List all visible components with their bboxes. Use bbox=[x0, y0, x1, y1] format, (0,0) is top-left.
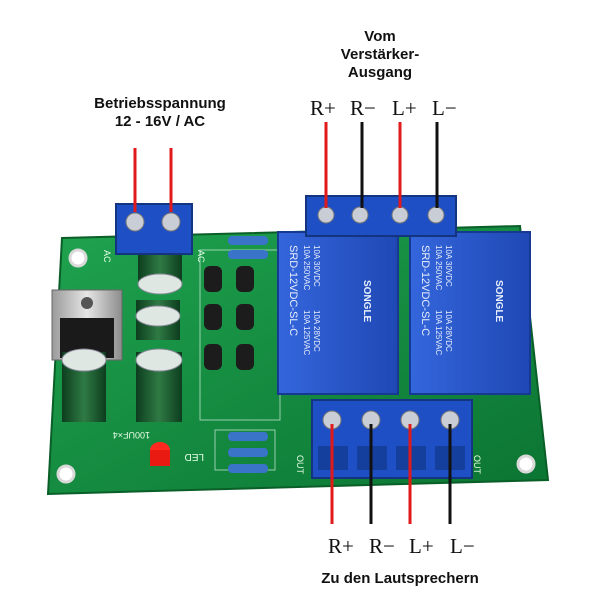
input-label-line3: Ausgang bbox=[347, 64, 413, 81]
mounting-hole bbox=[516, 454, 536, 474]
bottom-terminal-l-plus: L+ bbox=[409, 534, 434, 558]
transistor-group bbox=[204, 266, 254, 370]
silk-out-left: OUT bbox=[295, 455, 305, 475]
input-label: Vom Verstärker- Ausgang bbox=[310, 28, 450, 82]
power-label: Betriebsspannung 12 - 16V / AC bbox=[60, 95, 260, 131]
relay-right-rating4: 10A 28VDC bbox=[312, 310, 321, 352]
relay-left-rating4: 10A 28VDC bbox=[444, 310, 453, 352]
relay-left-brand: SONGLE bbox=[493, 280, 504, 323]
silk-ac-left: AC bbox=[102, 250, 112, 263]
top-terminal-l-plus: L+ bbox=[392, 96, 417, 120]
relay-left-channel bbox=[409, 231, 531, 395]
top-terminal-r-plus: R+ bbox=[310, 96, 336, 120]
silk-cap-note: 100UF×4 bbox=[113, 430, 150, 440]
capacitor bbox=[135, 300, 181, 340]
relay-left-rating3: 10A 125VAC bbox=[434, 310, 443, 355]
relay-right-brand: SONGLE bbox=[361, 280, 372, 323]
silk-led: LED bbox=[185, 451, 204, 462]
capacitor bbox=[135, 348, 183, 422]
top-terminal-r-minus: R− bbox=[350, 96, 376, 120]
output-terminal-block bbox=[311, 399, 473, 479]
power-terminal-block bbox=[115, 203, 193, 255]
input-label-line1: Vom bbox=[364, 28, 396, 45]
bottom-terminal-l-minus: L− bbox=[450, 534, 475, 558]
relay-left-model: SRD-12VDC-SL-C bbox=[419, 245, 431, 336]
capacitor bbox=[61, 348, 107, 422]
bottom-terminal-r-plus: R+ bbox=[328, 534, 354, 558]
mounting-hole bbox=[68, 248, 88, 268]
silk-out-right: OUT bbox=[472, 455, 482, 475]
input-label-line2: Verstärker- bbox=[340, 46, 420, 63]
power-label-line2: 12 - 16V / AC bbox=[114, 113, 206, 130]
relay-right-channel bbox=[277, 231, 399, 395]
relay-right-rating2: 10A 30VDC bbox=[312, 245, 321, 287]
bottom-terminal-r-minus: R− bbox=[369, 534, 395, 558]
relay-right-model: SRD-12VDC-SL-C bbox=[287, 245, 299, 336]
relay-right-rating3: 10A 125VAC bbox=[302, 310, 311, 355]
resistor-group bbox=[228, 236, 268, 473]
relay-left-rating1: 10A 250VAC bbox=[434, 245, 443, 290]
output-caption: Zu den Lautsprechern bbox=[321, 570, 479, 587]
relay-right-rating1: 10A 250VAC bbox=[302, 245, 311, 290]
led-indicator bbox=[150, 442, 170, 466]
mounting-hole bbox=[56, 464, 76, 484]
relay-left-rating2: 10A 30VDC bbox=[444, 245, 453, 287]
top-terminal-l-minus: L− bbox=[432, 96, 457, 120]
power-label-line1: Betriebsspannung bbox=[94, 95, 226, 112]
voltage-regulator bbox=[51, 289, 123, 361]
input-terminal-block bbox=[305, 195, 457, 237]
silk-ac-right: AC bbox=[196, 250, 206, 263]
